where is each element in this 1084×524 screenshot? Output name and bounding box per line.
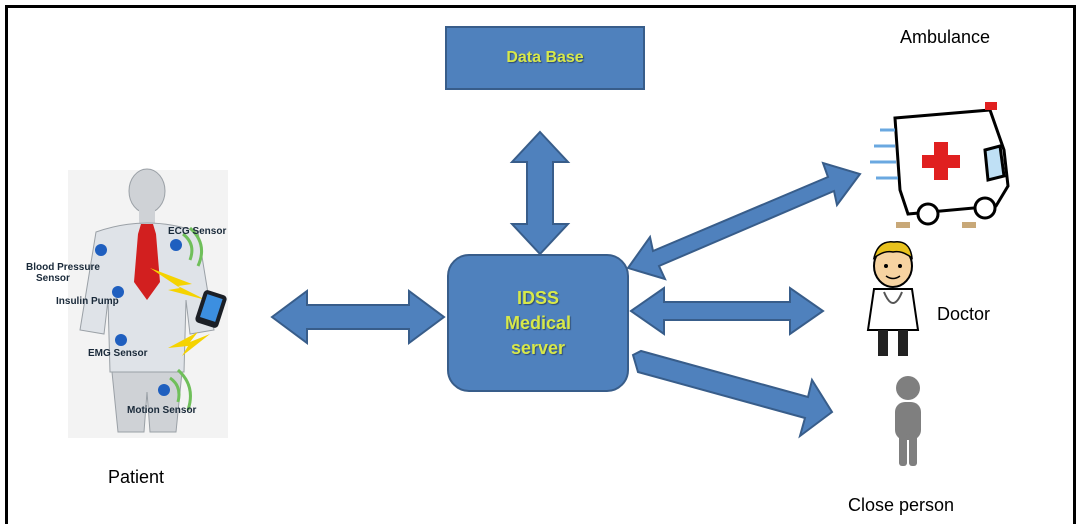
arrow-patient-server	[270, 289, 446, 345]
arrow-server-ambulance	[626, 161, 862, 281]
idss-server-box: IDSS Medical server	[447, 254, 629, 392]
server-label-line1: IDSS	[516, 287, 559, 308]
close-person-illustration	[895, 376, 921, 466]
patient-illustration	[68, 168, 228, 438]
sensor-label-bp-line1: Blood Pressure	[26, 262, 100, 273]
server-label-line2: Medical	[504, 312, 572, 333]
close-person-label: Close person	[848, 495, 955, 515]
patient-label: Patient	[108, 467, 165, 487]
ambulance-illustration	[870, 102, 1010, 228]
arrow-server-close	[631, 349, 834, 439]
diagram-frame	[5, 5, 1076, 524]
arrow-db-server	[509, 130, 571, 256]
doctor-label: Doctor	[937, 304, 991, 324]
database-box: Data Base	[445, 26, 645, 90]
server-label-line3: server	[510, 337, 566, 358]
arrow-server-doctor	[629, 286, 825, 336]
sensor-label-ecg: ECG Sensor	[168, 226, 227, 237]
ambulance-label: Ambulance	[900, 27, 991, 47]
doctor-illustration	[866, 241, 920, 356]
sensor-label-bp-line2: Sensor	[36, 273, 70, 284]
sensor-label-emg: EMG Sensor	[88, 348, 148, 359]
sensor-label-insulin: Insulin Pump	[56, 296, 119, 307]
sensor-label-motion: Motion Sensor	[127, 405, 197, 416]
database-label: Data Base	[506, 49, 584, 66]
